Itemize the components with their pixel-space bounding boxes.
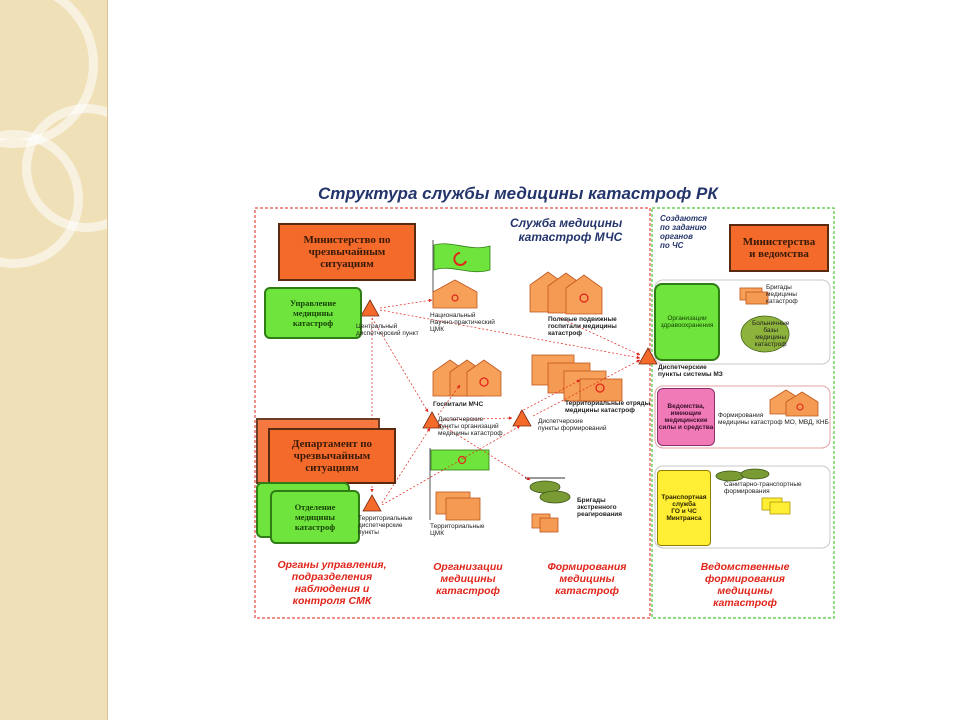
- agencies-box: Ведомства, имеющие медицинские силы и ср…: [657, 388, 715, 446]
- mchs-hospitals-icon: [432, 359, 502, 397]
- category-formations: Формирования медицины катастроф: [547, 561, 627, 597]
- departments-frame: [651, 207, 835, 619]
- territorial-units-label: Территориальные отряды медицины катастро…: [565, 400, 651, 414]
- dispatch-triangle-mz-icon: [638, 347, 658, 365]
- dispatch-triangle-central-icon: [360, 299, 380, 317]
- diagram-title: Структура службы медицины катастроф РК: [318, 184, 718, 203]
- health-orgs-box: Организации здравоохранения: [654, 283, 720, 361]
- category-departmental: Ведомственные формирования медицины ката…: [700, 561, 790, 609]
- mz-dispatch-label: Диспетчерские пункты системы МЗ: [658, 364, 723, 378]
- emergency-brigades-icon: [525, 477, 571, 533]
- central-dispatch-label: Центральный диспетчерский пункт: [356, 323, 419, 337]
- national-center-label: Национальный Научно-практический ЦМК: [430, 312, 495, 333]
- transport-box: Транспортная служба ГО и ЧС Минтранса: [657, 470, 711, 546]
- sanitary-transport-label: Санитарно-транспортные формирования: [724, 481, 802, 495]
- territorial-cmk-label: Территориальные ЦМК: [430, 523, 485, 537]
- field-hospitals-icon: [529, 271, 603, 315]
- category-management-organs: Органы управления, подразделения наблюде…: [277, 559, 387, 607]
- mchs-frame: [254, 207, 651, 619]
- agencies-frame: [654, 385, 831, 449]
- dispatch-triangle-orgs-icon: [422, 411, 442, 429]
- territorial-units-icon: [531, 354, 623, 402]
- mchs-hospitals-label: Госпитали МЧС: [433, 401, 484, 408]
- dispatch-triangle-territorial-icon: [362, 494, 382, 512]
- division-box: Отделение медицины катастроф: [270, 490, 360, 544]
- formation-mk-agencies-label: Формирования медицины катастроф МО, МВД,…: [718, 412, 829, 426]
- territorial-dispatch-label: Территориальные диспетчерские пункты: [358, 515, 413, 536]
- ministry-box: Министерство по чрезвычайным ситуациям: [278, 223, 416, 281]
- sanitary-transport-icon: [715, 468, 791, 515]
- field-hospitals-label: Полевые подвижные госпитали медицины кат…: [548, 316, 617, 337]
- transport-frame: [654, 465, 831, 549]
- department-box: Департамент по чрезвычайным ситуациям: [268, 428, 396, 484]
- dispatch-orgs-label: Диспетчерские пункты организаций медицин…: [438, 416, 503, 437]
- ministries-box: Министерства и ведомства: [729, 224, 829, 272]
- slide-side-decoration: [0, 0, 108, 720]
- national-center-icon: [432, 279, 478, 309]
- brigades-mk-label: Бригады медицины катастроф: [766, 284, 798, 305]
- emergency-brigades-label: Бригады экстренного реагирования: [577, 497, 623, 518]
- dispatch-triangle-formations-icon: [512, 409, 532, 427]
- created-header: Создаются по заданию органов по ЧС: [660, 214, 708, 250]
- formation-mk-agencies-icon: [769, 389, 819, 417]
- connection-arrows: [370, 298, 641, 506]
- management-box: Управление медицины катастроф: [264, 287, 362, 339]
- dispatch-formations-label: Диспетчерские пункты формирований: [538, 418, 607, 432]
- hospital-bases-label: Больничные базы медицины катастроф: [752, 320, 790, 348]
- category-organizations: Организации медицины катастроф: [433, 561, 503, 597]
- brigades-mk-icon: [739, 287, 769, 305]
- hospital-bases-icon: [740, 315, 790, 353]
- territorial-cmk-icon: [429, 448, 490, 521]
- mchs-header: Служба медицины катастроф МЧС: [510, 216, 623, 244]
